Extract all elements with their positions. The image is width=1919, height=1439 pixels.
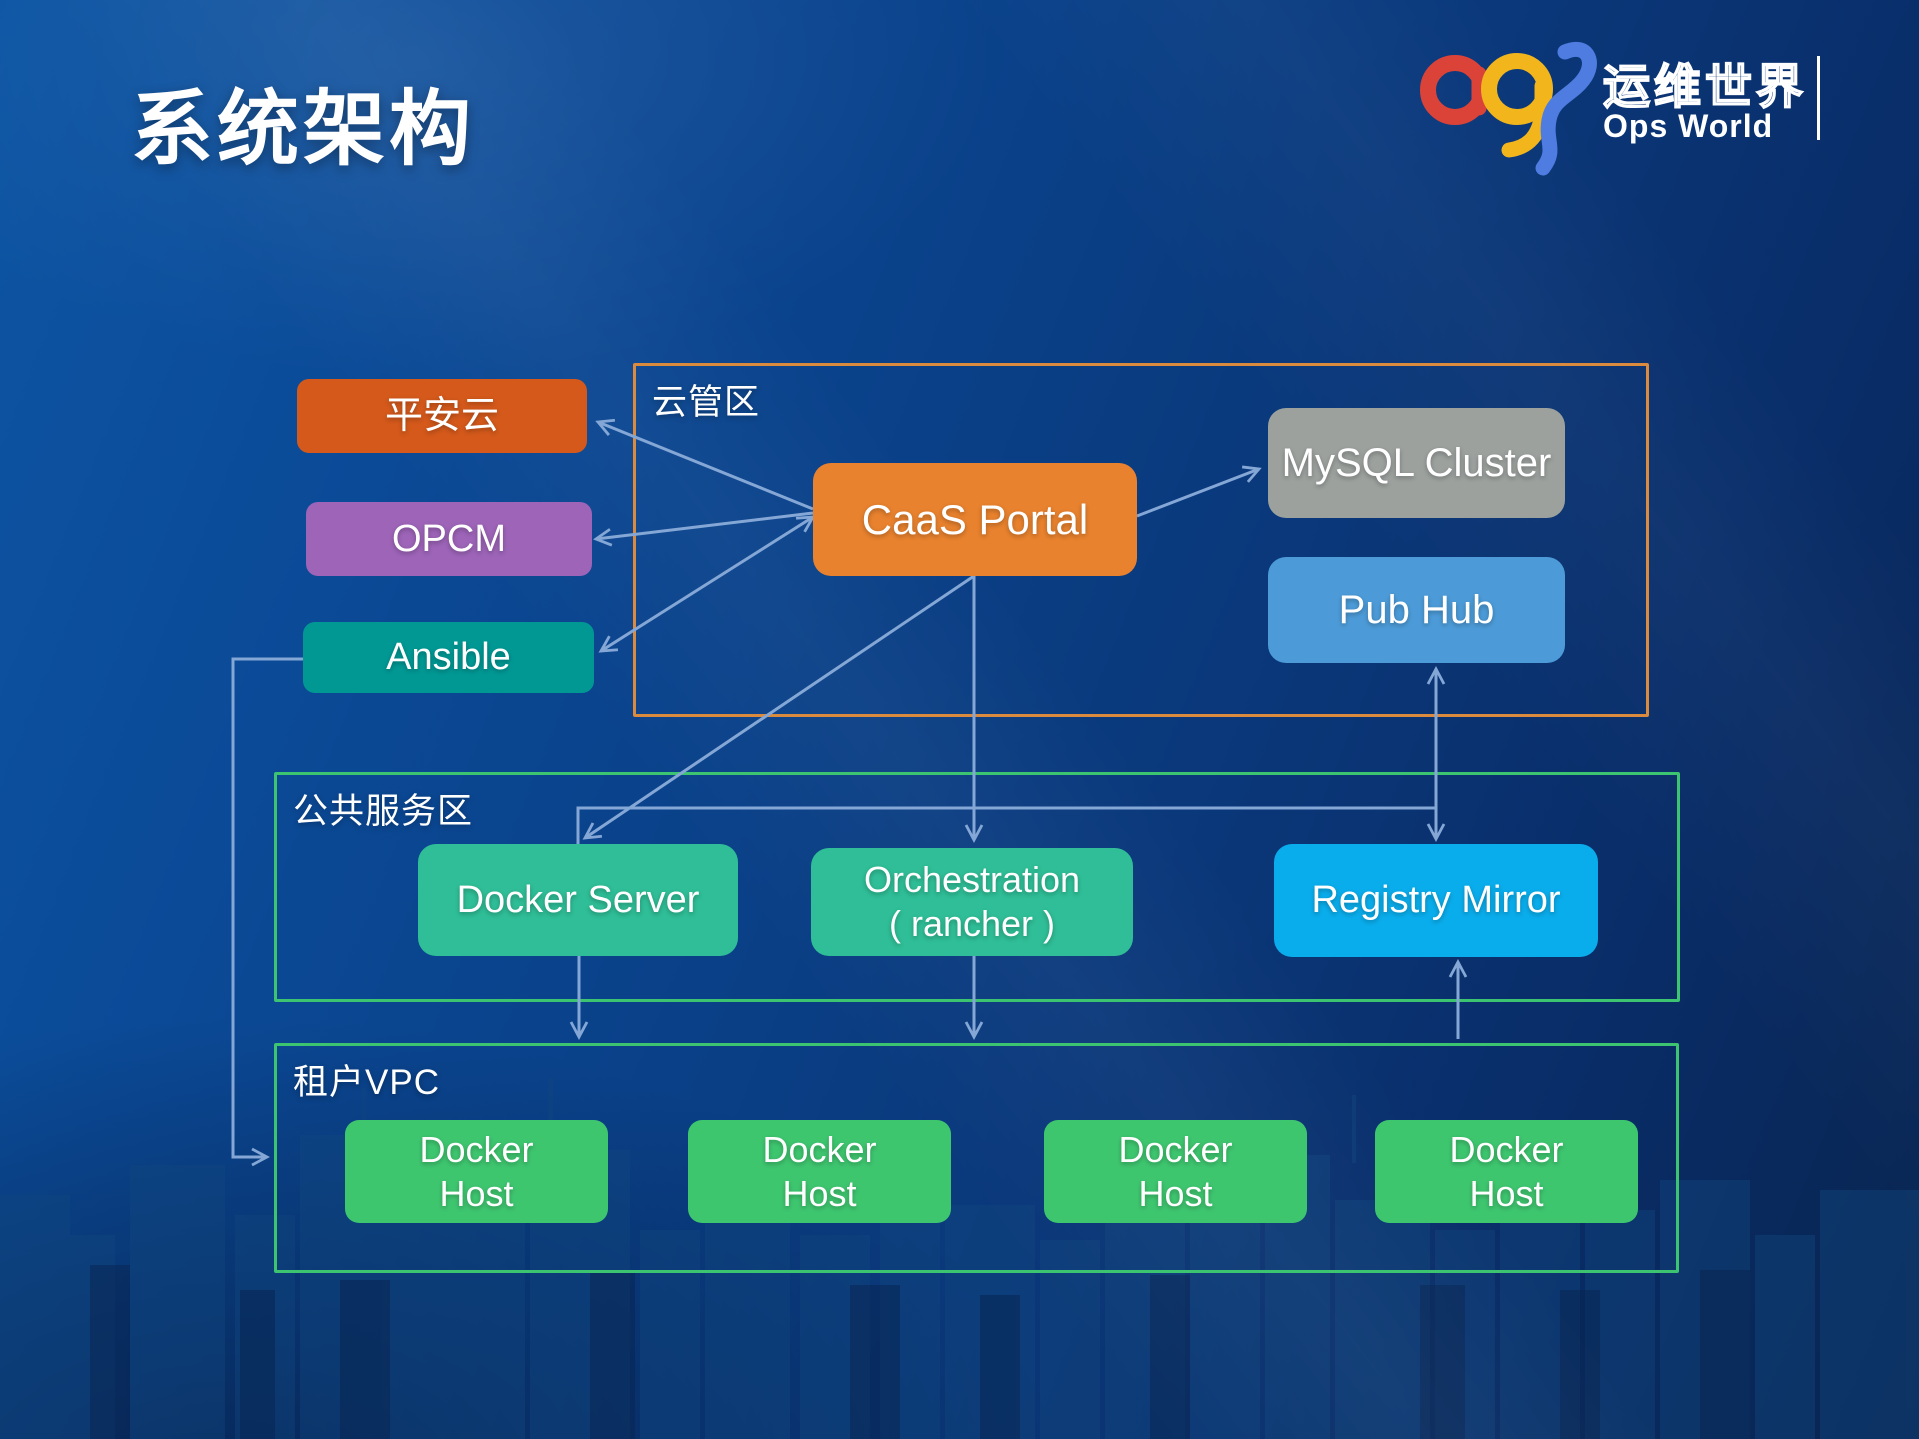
connector-caas-to-pingan <box>595 418 814 511</box>
node-label: Docker <box>1449 1128 1564 1170</box>
node-docker-server: Docker Server <box>418 844 738 956</box>
node-label: Docker <box>419 1128 534 1170</box>
node-label: CaaS Portal <box>861 495 1089 543</box>
logo-brand-en: Ops World <box>1603 108 1774 144</box>
node-ansible: Ansible <box>303 622 594 693</box>
node-pingan-cloud: 平安云 <box>297 379 587 453</box>
node-label: Host <box>1138 1172 1213 1214</box>
node-registry-mirror: Registry Mirror <box>1274 844 1598 957</box>
connector-ansible-to-vpc <box>231 657 303 1167</box>
connector-caas-ansible <box>598 515 816 653</box>
node-label: Docker Server <box>456 878 700 921</box>
node-pub-hub: Pub Hub <box>1268 557 1565 663</box>
page-title: 系统架构 <box>131 84 476 175</box>
node-label: Docker <box>762 1128 877 1170</box>
node-label: Host <box>439 1172 514 1214</box>
zone-tenant-vpc: 租户VPC <box>274 1043 1679 1273</box>
zone-label-tenant-vpc: 租户VPC <box>293 1063 440 1102</box>
node-orchestration: Orchestration( rancher ) <box>811 848 1133 956</box>
connector-caas-to-docker-server <box>582 574 975 840</box>
connector-docker-server-pubhub-link <box>576 806 1436 845</box>
zone-shared-services: 公共服务区 <box>274 772 1680 1002</box>
node-label: Docker <box>1118 1128 1233 1170</box>
node-label: Registry Mirror <box>1311 879 1561 922</box>
node-label: OPCM <box>392 517 506 560</box>
logo-vertical-bar <box>1817 56 1820 140</box>
node-label: MySQL Cluster <box>1281 440 1552 485</box>
node-label: ( rancher ) <box>888 903 1056 944</box>
node-mysql-cluster: MySQL Cluster <box>1268 408 1565 518</box>
zone-label-cloud-mgmt: 云管区 <box>652 383 761 422</box>
logo-brand-cn: 运维世界 <box>1602 59 1807 114</box>
ops-world-logo: 运维世界 Ops World <box>1415 34 1835 184</box>
node-label: Host <box>1469 1172 1544 1214</box>
node-label: Host <box>782 1172 857 1214</box>
node-opcm: OPCM <box>306 502 592 576</box>
node-caas-portal: CaaS Portal <box>813 463 1137 576</box>
zone-label-shared-services: 公共服务区 <box>293 792 474 831</box>
node-label: Orchestration <box>863 859 1081 901</box>
node-label: 平安云 <box>384 394 499 437</box>
connector-caas-to-mysql <box>1136 465 1262 518</box>
node-label: Pub Hub <box>1338 587 1495 632</box>
node-label: Ansible <box>386 636 511 679</box>
ops-world-logo-icon <box>1420 41 1597 176</box>
